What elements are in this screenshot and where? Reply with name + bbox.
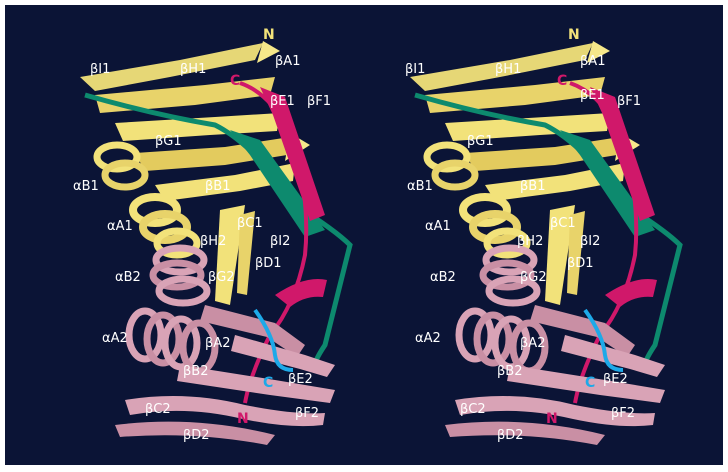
- beta-g2-label: βG2: [208, 270, 235, 285]
- beta-i2-label: βI2: [270, 234, 290, 249]
- beta-d2-label-right: βD2: [497, 428, 524, 443]
- n-terminus-bottom-label: N: [237, 411, 249, 427]
- beta-i2-label-right: βI2: [580, 234, 600, 249]
- alpha-b2-label: αB2: [115, 270, 141, 285]
- beta-a2-label-right: βA2: [520, 336, 545, 351]
- beta-b2-label: βB2: [183, 364, 209, 379]
- beta-h1-label: βH1: [180, 62, 206, 77]
- beta-e2-label: βE2: [288, 372, 313, 387]
- alpha-a1-label-right: αA1: [425, 219, 451, 234]
- beta-f2-label: βF2: [295, 406, 319, 421]
- beta-a1-label: βA1: [275, 54, 300, 69]
- alpha-b1-label-right: αB1: [407, 179, 433, 194]
- stereo-figure-panel: N C βI1 βH1 βA1 βE1 βF1 βG1 αB1 βB1 αA1 …: [5, 5, 723, 465]
- alpha-a2-label: αA2: [102, 331, 128, 346]
- c-terminus-blue-label-right: C: [585, 375, 595, 391]
- beta-g1-label-right: βG1: [467, 134, 494, 149]
- beta-h2-label: βH2: [200, 234, 226, 249]
- n-terminus-bottom-label-right: N: [546, 411, 558, 427]
- beta-b2-label-right: βB2: [497, 364, 523, 379]
- beta-g2-label-right: βG2: [520, 270, 547, 285]
- alpha-a2-label-right: αA2: [415, 331, 441, 346]
- alpha-b2-label-right: αB2: [430, 270, 456, 285]
- beta-f1-label-right: βF1: [617, 94, 641, 109]
- stereo-figure-svg: N C βI1 βH1 βA1 βE1 βF1 βG1 αB1 βB1 αA1 …: [5, 5, 723, 465]
- beta-b1-label: βB1: [205, 179, 231, 194]
- beta-d2-label: βD2: [183, 428, 210, 443]
- beta-a2-label: βA2: [205, 336, 230, 351]
- n-terminus-top-label-right: N: [568, 27, 580, 43]
- beta-g1-label: βG1: [155, 134, 182, 149]
- beta-c2-label-right: βC2: [460, 402, 486, 417]
- beta-a1-label-right: βA1: [580, 54, 605, 69]
- beta-e1-label: βE1: [270, 94, 295, 109]
- n-terminus-top-label: N: [263, 27, 275, 43]
- beta-c1-label: βC1: [237, 216, 263, 231]
- alpha-a1-label: αA1: [107, 219, 133, 234]
- beta-c1-label-right: βC1: [550, 216, 576, 231]
- beta-e2-label-right: βE2: [603, 372, 628, 387]
- beta-b1-label-right: βB1: [520, 179, 546, 194]
- beta-h2-label-right: βH2: [517, 234, 543, 249]
- c-terminus-blue-label: C: [263, 375, 273, 391]
- c-terminus-top-label: C: [230, 73, 240, 89]
- beta-i1-label: βI1: [90, 62, 110, 77]
- beta-f2-label-right: βF2: [611, 406, 635, 421]
- beta-c2-label: βC2: [145, 402, 171, 417]
- beta-f1-label: βF1: [307, 94, 331, 109]
- beta-i1-label-right: βI1: [405, 62, 425, 77]
- beta-h1-label-right: βH1: [495, 62, 521, 77]
- c-terminus-top-label-right: C: [557, 73, 567, 89]
- beta-d1-label: βD1: [255, 256, 282, 271]
- alpha-b1-label: αB1: [73, 179, 99, 194]
- beta-d1-label-right: βD1: [567, 256, 594, 271]
- beta-e1-label-right: βE1: [580, 88, 605, 103]
